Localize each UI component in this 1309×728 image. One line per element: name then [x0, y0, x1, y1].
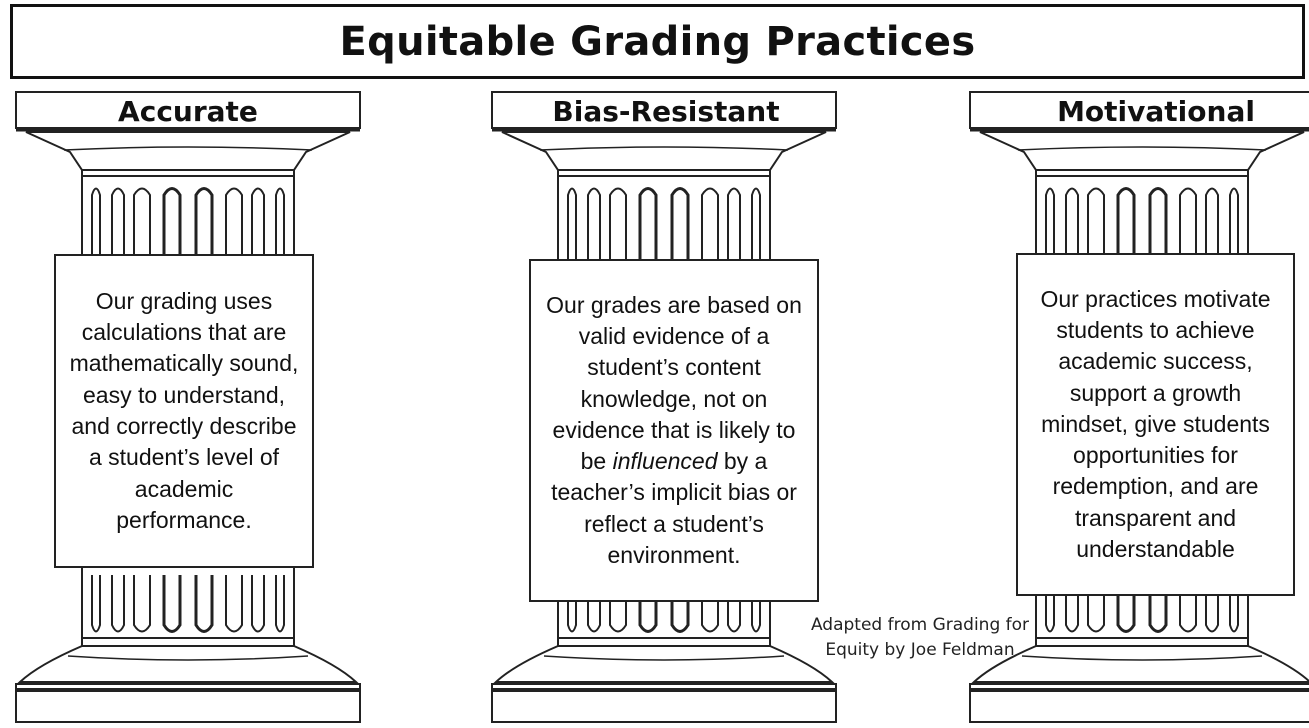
flute-bottom	[91, 575, 101, 633]
base-torus	[971, 645, 1309, 683]
description-text-end: by a teacher’s implicit bias or reflect …	[551, 448, 797, 569]
pillar-label-motivational: Motivational	[1057, 95, 1255, 128]
source-credit: Adapted from Grading for Equity by Joe F…	[810, 615, 1030, 660]
flute-bottom	[1087, 575, 1105, 633]
flute-top	[1179, 187, 1197, 260]
flute-bottom	[1229, 575, 1239, 633]
flute-top	[670, 187, 690, 260]
flute-top	[587, 187, 601, 260]
pillar-label-bias-resistant: Bias-Resistant	[552, 95, 780, 128]
flute-top	[567, 187, 577, 260]
flute-bottom	[275, 575, 285, 633]
flute-bottom	[1179, 575, 1197, 633]
flute-bottom	[751, 575, 761, 633]
flute-top	[1087, 187, 1105, 260]
flute-bottom	[701, 575, 719, 633]
flute-top	[251, 187, 265, 260]
flute-top	[1065, 187, 1079, 260]
description-text: Our practices motivate students to achie…	[1040, 285, 1271, 563]
flute-bottom	[251, 575, 265, 633]
flute-bottom	[587, 575, 601, 633]
page-title: Equitable Grading Practices	[339, 18, 976, 65]
abacus	[15, 91, 361, 129]
title-banner: Equitable Grading Practices	[10, 4, 1305, 79]
pillar-description-bias-resistant: Our grades are based on valid evidence o…	[529, 259, 819, 602]
flute-bottom	[1205, 575, 1219, 633]
pillar-motivational: Motivational Our practices motivate stud…	[968, 90, 1309, 726]
echinus	[501, 131, 827, 171]
flute-bottom	[225, 575, 243, 633]
flute-top	[225, 187, 243, 260]
flute-top	[1116, 187, 1136, 260]
pillar-bias-resistant: Bias-Resistant Our grades are based on v…	[490, 90, 842, 726]
description-text: Our grades are based on valid evidence o…	[539, 290, 809, 572]
flute-bottom	[670, 575, 690, 633]
description-text-start: Our grades are based on valid evidence o…	[546, 291, 802, 475]
flute-bottom	[1116, 575, 1136, 633]
flute-top	[133, 187, 151, 260]
flute-bottom	[1148, 575, 1168, 633]
description-text: Our grading uses calculations that are m…	[69, 287, 299, 533]
echinus	[979, 131, 1305, 171]
pillar-label-accurate: Accurate	[118, 95, 258, 128]
flute-top	[727, 187, 741, 260]
flute-top	[1148, 187, 1168, 260]
flute-top	[638, 187, 658, 260]
flute-top	[275, 187, 285, 260]
base-torus	[17, 645, 359, 683]
flute-bottom	[1045, 575, 1055, 633]
flute-bottom	[1065, 575, 1079, 633]
base-torus	[493, 645, 835, 683]
flute-bottom	[638, 575, 658, 633]
flute-top	[194, 187, 214, 260]
flute-top	[91, 187, 101, 260]
flute-bottom	[567, 575, 577, 633]
flute-top	[162, 187, 182, 260]
abacus	[491, 91, 837, 129]
flute-bottom	[133, 575, 151, 633]
pillar-description-accurate: Our grading uses calculations that are m…	[54, 254, 314, 568]
flute-top	[111, 187, 125, 260]
flute-bottom	[194, 575, 214, 633]
description-emphasis: influenced	[612, 448, 718, 475]
flute-top	[701, 187, 719, 260]
flute-top	[1229, 187, 1239, 260]
flute-top	[751, 187, 761, 260]
flute-bottom	[727, 575, 741, 633]
abacus	[969, 91, 1309, 129]
pillar-accurate: Accurate Our grading uses calculations t…	[14, 90, 362, 726]
pillar-description-motivational: Our practices motivate students to achie…	[1016, 253, 1295, 596]
flute-top	[609, 187, 627, 260]
flute-bottom	[162, 575, 182, 633]
flute-bottom	[111, 575, 125, 633]
flute-top	[1045, 187, 1055, 260]
flute-bottom	[609, 575, 627, 633]
echinus	[25, 131, 351, 171]
flute-top	[1205, 187, 1219, 260]
